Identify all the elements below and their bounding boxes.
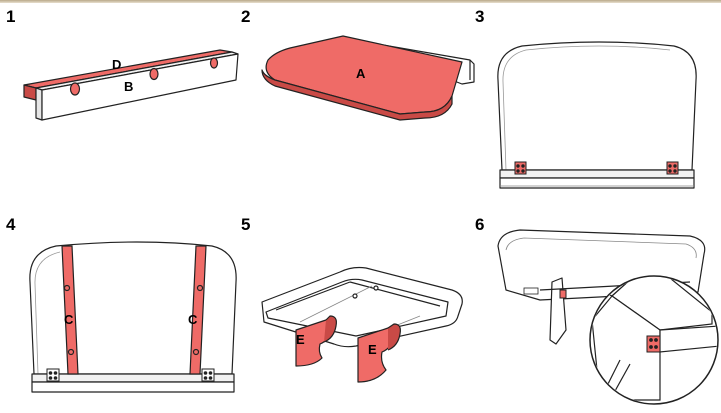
rail-hole xyxy=(149,67,159,81)
part-c-strip-right xyxy=(189,245,207,375)
label-c-left: C xyxy=(64,312,74,327)
hinge-right xyxy=(201,368,215,382)
hinge-small xyxy=(559,289,567,299)
folded-tabletop xyxy=(29,241,237,375)
hinge-right xyxy=(666,161,679,175)
rail-hole xyxy=(69,82,81,96)
part-e-bracket-left xyxy=(295,315,337,367)
folded-tabletop xyxy=(497,41,697,171)
step-number-6: 6 xyxy=(475,215,485,234)
part-c-strip-left xyxy=(61,245,79,375)
detail-magnifier xyxy=(589,275,719,405)
label-c-right: C xyxy=(188,312,198,327)
step-1-illustration: D B xyxy=(23,49,239,121)
step-number-3: 3 xyxy=(475,7,485,26)
label-a: A xyxy=(356,66,366,81)
hinge-detail xyxy=(646,335,661,353)
step-2-illustration: A xyxy=(261,35,475,121)
label-b: B xyxy=(124,79,133,94)
rail-hole xyxy=(209,57,219,69)
wall-rail xyxy=(499,177,695,189)
step-number-2: 2 xyxy=(241,7,251,26)
step-number-5: 5 xyxy=(241,215,251,234)
step-number-4: 4 xyxy=(6,215,16,234)
hinge-left xyxy=(46,368,60,382)
label-e-right: E xyxy=(368,342,377,357)
hinge-left xyxy=(514,161,527,175)
label-d: D xyxy=(112,57,121,72)
step-3-illustration xyxy=(497,41,697,189)
wall-rail xyxy=(31,381,235,393)
label-e-left: E xyxy=(296,332,305,347)
part-b-rail xyxy=(41,53,239,121)
part-e-bracket-right xyxy=(357,323,401,383)
step-number-1: 1 xyxy=(6,7,16,26)
top-border xyxy=(0,0,721,3)
